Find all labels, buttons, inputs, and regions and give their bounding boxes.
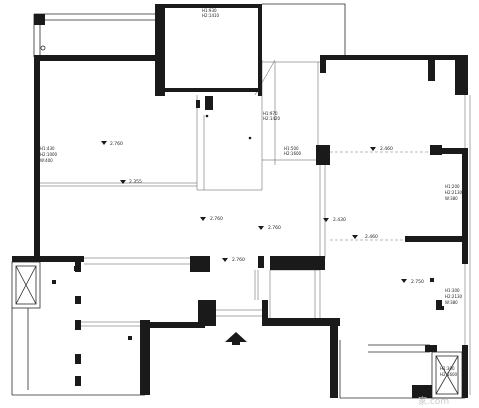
right-room-w: W:380 bbox=[445, 196, 458, 201]
middle-room-h2: H2:1600 bbox=[284, 151, 302, 156]
bottom-right-room-h1: H1:300 bbox=[445, 288, 460, 293]
door-markers bbox=[40, 45, 252, 140]
entrance-arrow-icon bbox=[225, 332, 247, 342]
level-passage: 2.430 bbox=[333, 217, 346, 223]
small-room-h2: H2:1600 bbox=[440, 372, 458, 377]
living-room-h2: H2:1000 bbox=[40, 152, 58, 157]
level-right-room: 2.460 bbox=[380, 146, 393, 152]
living-room-w: W:400 bbox=[40, 158, 53, 163]
middle-room-h1: H1:500 bbox=[284, 146, 299, 151]
level-right-mid: 2.460 bbox=[365, 234, 378, 240]
right-room-h1: H1:200 bbox=[445, 184, 460, 189]
level-hall: 2.760 bbox=[232, 257, 245, 263]
level-bottom-right: 2.750 bbox=[411, 279, 424, 285]
level-middle: 2.760 bbox=[268, 225, 281, 231]
room-labels: H1:930 H2:1410 H1:430 H2:1000 W:400 H1:9… bbox=[40, 8, 463, 377]
top-room-h1: H1:930 bbox=[202, 8, 217, 13]
bottom-right-room-h2: H2:2130 bbox=[445, 294, 463, 299]
top-room-h2: H2:1410 bbox=[202, 13, 220, 18]
level-markers: 2.760 2.355 2.460 2.760 2.760 2.430 2.46… bbox=[101, 141, 424, 285]
corridor-room-h2: H2:1420 bbox=[263, 116, 281, 121]
level-corridor: 2.760 bbox=[210, 216, 223, 222]
bottom-right-room-w: W:380 bbox=[445, 300, 458, 305]
corridor-room-h1: H1:970 bbox=[263, 111, 278, 116]
small-room-h1: H1:300 bbox=[440, 366, 455, 371]
level-living-bottom: 2.355 bbox=[129, 179, 142, 185]
walls bbox=[12, 4, 468, 398]
right-room-h2: H2:2130 bbox=[445, 190, 463, 195]
living-room-h1: H1:430 bbox=[40, 146, 55, 151]
watermark: 家.com bbox=[418, 395, 449, 407]
level-living: 2.760 bbox=[110, 141, 123, 147]
